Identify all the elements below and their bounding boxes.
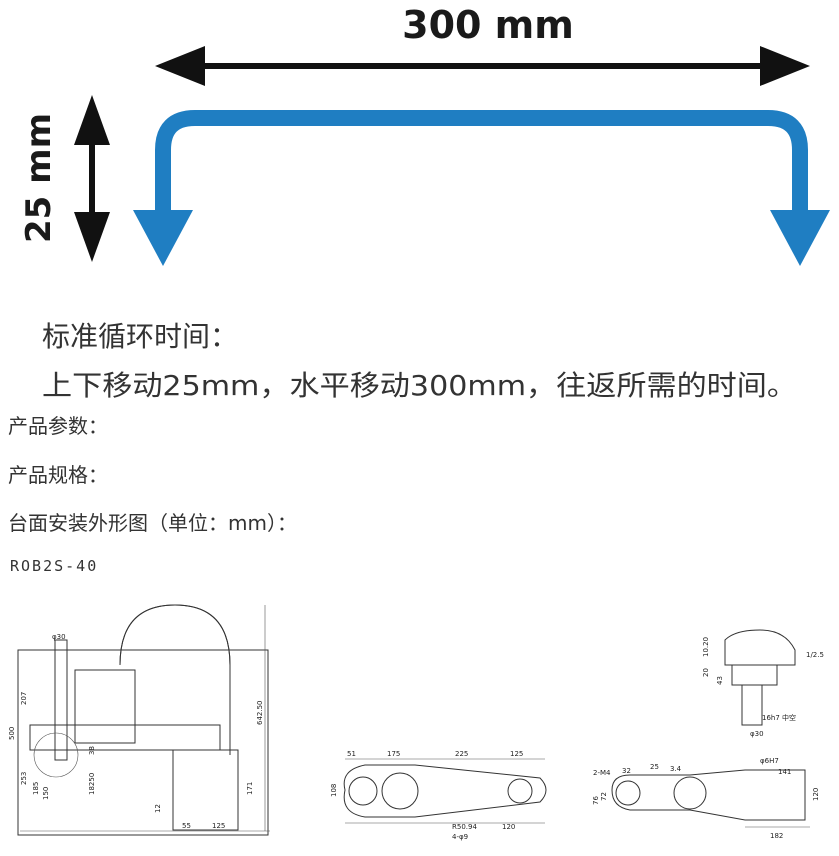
svg-text:125: 125	[212, 822, 225, 830]
svg-text:R50.94: R50.94	[452, 823, 477, 831]
svg-text:32: 32	[622, 767, 631, 775]
svg-text:120: 120	[502, 823, 515, 831]
svg-text:16h7 中空: 16h7 中空	[762, 713, 796, 722]
svg-text:φ6H7: φ6H7	[760, 757, 779, 765]
svg-text:43: 43	[716, 676, 724, 685]
svg-text:500: 500	[8, 727, 16, 740]
vertical-dimension-label: 25 mm	[19, 113, 59, 243]
svg-text:182: 182	[770, 832, 783, 840]
svg-text:207: 207	[20, 692, 28, 705]
detail-view-dimensions: 10.20 20 43 1/2.5 16h7 中空 φ30 2-M4 32 25…	[592, 637, 824, 840]
svg-text:55: 55	[182, 822, 191, 830]
cycle-time-diagram: 300 mm 25 mm 标准循环时间： 上下移动25mm，水平移动300mm，…	[19, 3, 830, 400]
svg-text:51: 51	[347, 750, 356, 758]
svg-text:38: 38	[88, 746, 96, 755]
horizontal-dimension-label: 300 mm	[402, 3, 574, 47]
cycle-caption-title: 标准循环时间：	[42, 320, 238, 353]
vertical-dimension-arrow	[74, 95, 110, 262]
svg-text:10.20: 10.20	[702, 637, 710, 657]
side-view-drawing	[17, 604, 270, 836]
svg-text:12: 12	[154, 804, 162, 813]
svg-text:185: 185	[32, 782, 40, 795]
svg-text:2-M4: 2-M4	[593, 769, 611, 777]
motion-path-arrow	[133, 110, 830, 266]
svg-text:120: 120	[812, 788, 820, 801]
svg-text:141: 141	[778, 768, 791, 776]
side-view-dimensions: φ30 207 500 253 185 150 38 18250 642.50 …	[8, 633, 264, 830]
svg-text:171: 171	[246, 782, 254, 795]
svg-text:18250: 18250	[88, 773, 96, 795]
top-view-dimensions: 51 175 225 125 108 R50.94 4-φ9 120	[330, 750, 523, 841]
svg-text:φ30: φ30	[750, 730, 764, 738]
svg-text:1/2.5: 1/2.5	[806, 651, 824, 659]
svg-text:175: 175	[387, 750, 400, 758]
svg-text:253: 253	[20, 772, 28, 785]
cycle-caption-description: 上下移动25mm，水平移动300mm，往返所需的时间。	[42, 369, 797, 400]
svg-text:225: 225	[455, 750, 468, 758]
svg-text:4-φ9: 4-φ9	[452, 833, 468, 841]
svg-text:108: 108	[330, 784, 338, 797]
svg-text:3.4: 3.4	[670, 765, 682, 773]
product-params-heading: 产品参数：	[8, 414, 108, 438]
svg-text:25: 25	[650, 763, 659, 771]
install-drawing-heading: 台面安装外形图（单位：mm）：	[8, 511, 297, 535]
horizontal-dimension-arrow	[155, 46, 810, 86]
svg-text:20: 20	[702, 668, 710, 677]
model-code: ROB2S-40	[10, 557, 99, 575]
svg-text:642.50: 642.50	[256, 701, 264, 726]
svg-text:76: 76	[592, 796, 600, 805]
svg-text:φ30: φ30	[52, 633, 66, 641]
svg-text:72: 72	[600, 792, 608, 801]
installation-drawings: φ30 207 500 253 185 150 38 18250 642.50 …	[8, 604, 824, 841]
product-specs-heading: 产品规格：	[8, 463, 108, 487]
top-view-drawing	[343, 758, 547, 824]
svg-text:150: 150	[42, 787, 50, 800]
detail-view-drawing	[611, 629, 810, 828]
svg-text:125: 125	[510, 750, 523, 758]
